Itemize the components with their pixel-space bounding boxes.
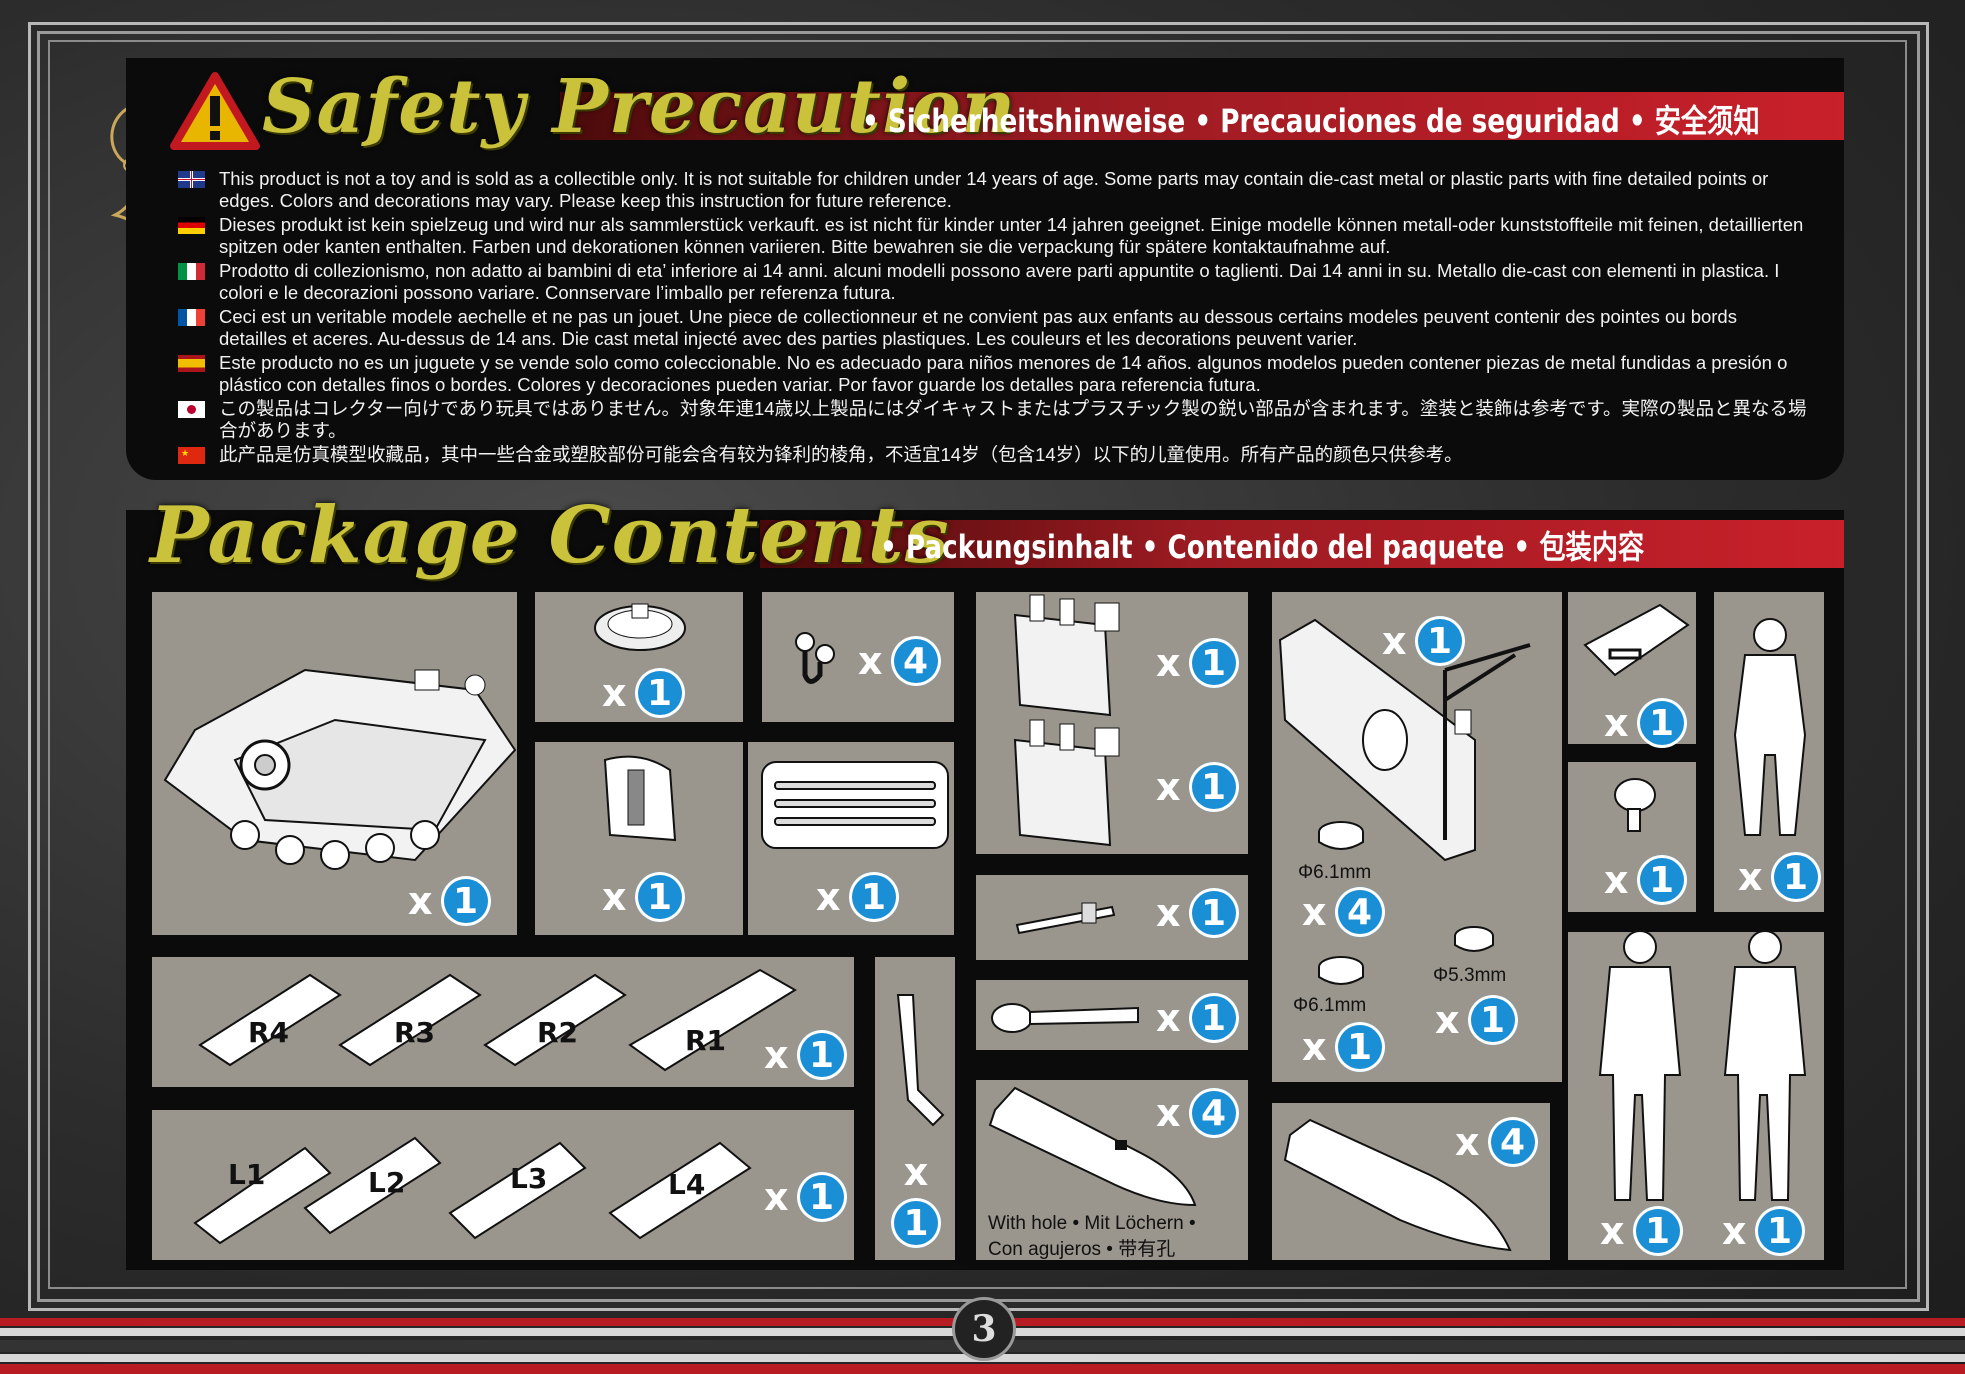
standing-figure-2-icon: [1723, 930, 1807, 1201]
hatch-icon: [594, 603, 686, 651]
crane-icon: [1278, 618, 1531, 862]
pad-61b-icon: [1318, 956, 1364, 985]
china-flag-icon: ★: [178, 447, 205, 464]
warning-triangle-icon: [170, 72, 260, 150]
safety-subtitle: • Sicherheitshinweise • Precauciones de …: [862, 102, 1760, 140]
safety-text: This product is not a toy and is sold as…: [219, 168, 1769, 211]
safety-text: この製品はコレクター向けであり玩具ではありません。対象年連14歳以上製品にはダイ…: [219, 398, 1807, 441]
safety-line-cn: ★ 此产品是仿真模型收藏品，其中一些合金或塑胶部份可能会含有较为锋利的棱角，不适…: [178, 444, 1808, 466]
japan-flag-icon: [178, 401, 205, 418]
safety-text: Prodotto di collezionismo, non adatto ai…: [219, 260, 1780, 303]
door-panel-top-icon: [1013, 594, 1120, 717]
safety-text-list: This product is not a toy and is sold as…: [178, 168, 1808, 469]
standing-figure-1-icon: [1598, 930, 1682, 1201]
safety-title-bar: [560, 92, 1844, 140]
periscope-icon: [1614, 778, 1656, 832]
italy-flag-icon: [178, 263, 205, 280]
safety-text: Ceci est un veritable modele aechelle et…: [219, 306, 1737, 349]
seated-figure-icon: [1733, 618, 1807, 836]
page-number: 3: [952, 1297, 1016, 1361]
hook-icon: [795, 632, 835, 684]
hole-label-line1: With hole • Mit Löchern •: [988, 1213, 1196, 1234]
safety-line-fr: Ceci est un veritable modele aechelle et…: [178, 306, 1808, 349]
pad-61-icon: [1318, 821, 1364, 850]
contents-title-bar: [760, 520, 1844, 568]
inner-frame: [48, 40, 1907, 1289]
diameter-label-53: Φ5.3mm: [1433, 965, 1507, 986]
safety-text: Este producto no es un juguete y se vend…: [219, 352, 1788, 395]
safety-text: Dieses produkt ist kein spielzeug und wi…: [219, 214, 1804, 257]
pad-53-icon: [1454, 926, 1494, 952]
barrel-part-icon: [1015, 902, 1116, 935]
safety-line-en: This product is not a toy and is sold as…: [178, 168, 1808, 211]
right-skirt-panels-icon: [198, 968, 797, 1072]
rocket-icon: [1283, 1118, 1512, 1252]
skirt-label-r1: R1: [685, 1024, 727, 1057]
skirt-label-r2: R2: [537, 1016, 579, 1049]
spain-flag-icon: [178, 355, 205, 372]
tow-cable-icon: [896, 994, 945, 1127]
cover-plate-icon: [1583, 603, 1690, 677]
contents-subtitle: • Packungsinhalt • Contenido del paquete…: [880, 528, 1645, 566]
safety-title: Safety Precaution: [262, 64, 1017, 150]
skirt-label-l2: L2: [368, 1166, 406, 1199]
skirt-label-l4: L4: [668, 1168, 706, 1201]
rammer-icon: [991, 1003, 1139, 1033]
contents-title: Package Contents: [150, 490, 950, 581]
plate-icon: [603, 755, 677, 842]
germany-flag-icon: [178, 217, 205, 234]
rods-icon: [761, 761, 949, 849]
safety-line-it: Prodotto di collezionismo, non adatto ai…: [178, 260, 1808, 303]
hole-label-line2: Con agujeros • 带有孔: [988, 1239, 1176, 1260]
diameter-label-61b: Φ6.1mm: [1293, 995, 1367, 1016]
safety-line-jp: この製品はコレクター向けであり玩具ではありません。対象年連14歳以上製品にはダイ…: [178, 398, 1808, 441]
safety-line-de: Dieses produkt ist kein spielzeug und wi…: [178, 214, 1808, 257]
safety-text: 此产品是仿真模型收藏品，其中一些合金或塑胶部份可能会含有较为锋利的棱角，不适宜1…: [219, 444, 1463, 465]
france-flag-icon: [178, 309, 205, 326]
tank-hull-icon: [163, 668, 517, 870]
skirt-label-l3: L3: [510, 1162, 548, 1195]
left-skirt-panels-icon: [193, 1136, 752, 1245]
skirt-label-r4: R4: [248, 1016, 290, 1049]
safety-line-es: Este producto no es un juguete y se vend…: [178, 352, 1808, 395]
rocket-hole-icon: [988, 1086, 1197, 1207]
door-panel-bottom-icon: [1013, 719, 1120, 847]
uk-flag-icon: [178, 171, 205, 188]
skirt-label-l1: L1: [228, 1158, 266, 1191]
skirt-label-r3: R3: [394, 1016, 436, 1049]
diameter-label-61a: Φ6.1mm: [1298, 862, 1372, 883]
